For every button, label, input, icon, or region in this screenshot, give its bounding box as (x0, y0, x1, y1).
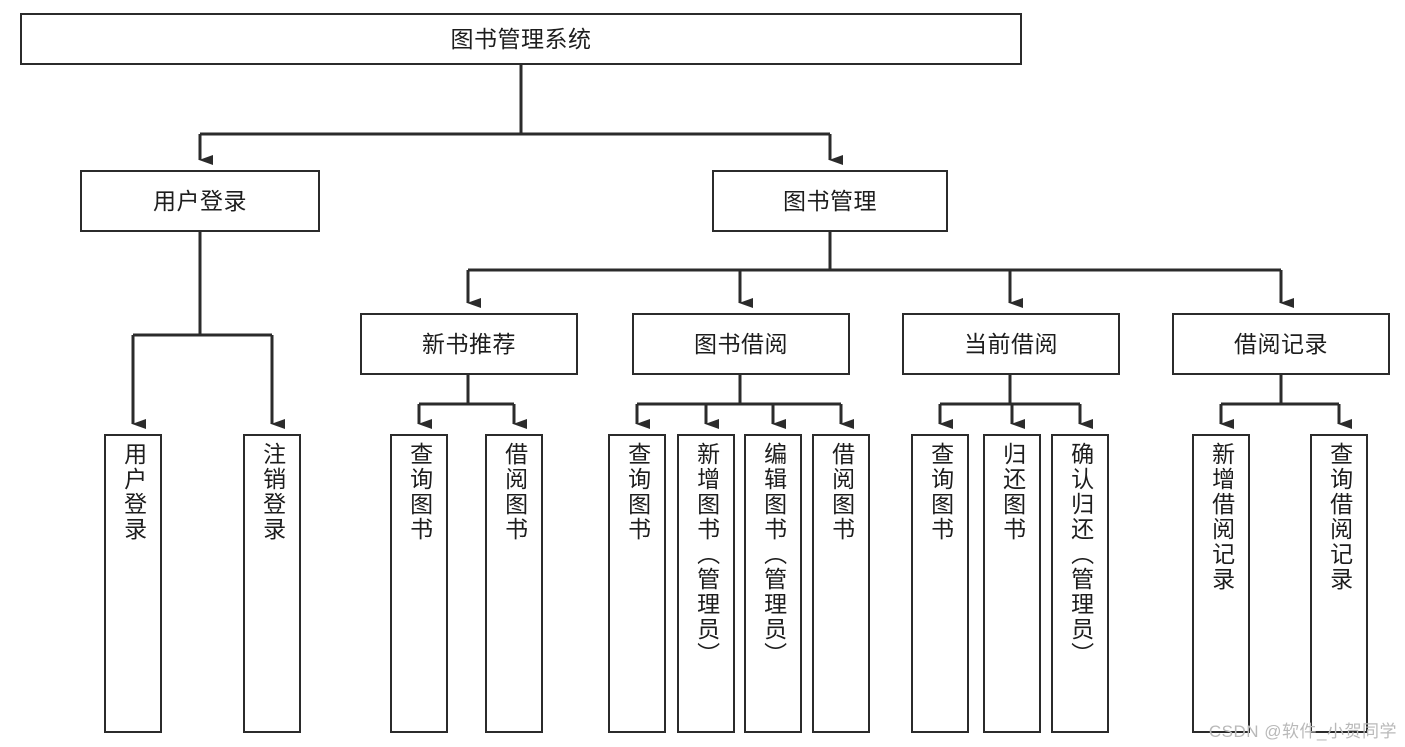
node-label: 新增图书（管理员） (693, 442, 720, 667)
node-label: 借阅图书 (828, 442, 855, 542)
node-root-system[interactable]: 图书管理系统 (20, 13, 1022, 65)
node-label: 当前借阅 (964, 330, 1058, 357)
node-label: 用户登录 (153, 187, 247, 214)
node-leaf-add-book[interactable]: 新增图书（管理员） (677, 434, 735, 733)
node-label: 图书借阅 (694, 330, 788, 357)
node-label: 注销登录 (259, 442, 286, 542)
node-label: 新增借阅记录 (1208, 442, 1235, 592)
node-label: 借阅记录 (1234, 330, 1328, 357)
node-leaf-logout[interactable]: 注销登录 (243, 434, 301, 733)
node-label: 借阅图书 (501, 442, 528, 542)
node-leaf-return-book[interactable]: 归还图书 (983, 434, 1041, 733)
node-label: 查询图书 (927, 442, 954, 542)
node-label: 查询借阅记录 (1326, 442, 1353, 592)
node-leaf-query-book-a[interactable]: 查询图书 (390, 434, 448, 733)
node-label: 查询图书 (624, 442, 651, 542)
node-leaf-user-login[interactable]: 用户登录 (104, 434, 162, 733)
node-leaf-query-book-c[interactable]: 查询图书 (911, 434, 969, 733)
node-leaf-borrow-book-a[interactable]: 借阅图书 (485, 434, 543, 733)
node-leaf-confirm-return[interactable]: 确认归还（管理员） (1051, 434, 1109, 733)
node-label: 用户登录 (120, 442, 147, 542)
node-user-login[interactable]: 用户登录 (80, 170, 320, 232)
node-leaf-query-borrow-record[interactable]: 查询借阅记录 (1310, 434, 1368, 733)
node-label: 图书管理 (783, 187, 877, 214)
watermark-text: CSDN @软件_小贺同学 (1208, 722, 1397, 741)
node-leaf-add-borrow-record[interactable]: 新增借阅记录 (1192, 434, 1250, 733)
node-leaf-query-book-b[interactable]: 查询图书 (608, 434, 666, 733)
node-book-management[interactable]: 图书管理 (712, 170, 948, 232)
node-leaf-borrow-book-b[interactable]: 借阅图书 (812, 434, 870, 733)
node-leaf-edit-book[interactable]: 编辑图书（管理员） (744, 434, 802, 733)
node-label: 新书推荐 (422, 330, 516, 357)
node-label: 确认归还（管理员） (1067, 442, 1094, 667)
node-label: 编辑图书（管理员） (760, 442, 787, 667)
node-label: 查询图书 (406, 442, 433, 542)
node-book-borrowing[interactable]: 图书借阅 (632, 313, 850, 375)
node-current-borrowing[interactable]: 当前借阅 (902, 313, 1120, 375)
node-borrowing-record[interactable]: 借阅记录 (1172, 313, 1390, 375)
node-label: 图书管理系统 (450, 25, 592, 52)
node-label: 归还图书 (999, 442, 1026, 542)
node-new-book-recommendation[interactable]: 新书推荐 (360, 313, 578, 375)
